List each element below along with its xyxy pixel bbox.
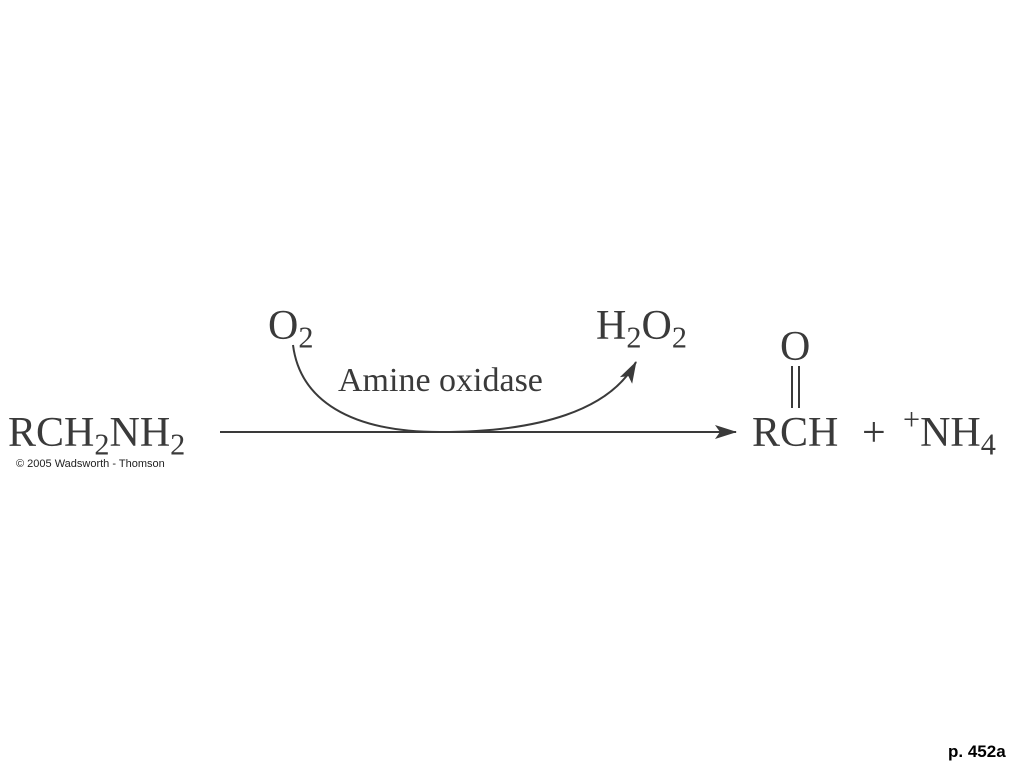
oxygen-formula: O2 (268, 303, 313, 353)
ammonium-charge: + (903, 402, 921, 437)
ammonium-sub: 4 (980, 427, 996, 462)
peroxide-o: O (641, 303, 672, 349)
ammonium-formula: +NH4 (903, 404, 996, 459)
peroxide-h: H (596, 303, 627, 349)
enzyme-label: Amine oxidase (338, 362, 543, 399)
page-reference: p. 452a (948, 742, 1006, 761)
aldehyde-product: RCH (752, 410, 839, 456)
oxygen-o: O (268, 303, 299, 349)
reactant-sub-2: 2 (170, 427, 186, 462)
reactant-rch: RCH (8, 410, 95, 456)
curved-cofactor-arrow (292, 344, 637, 434)
peroxide-sub-2: 2 (671, 320, 687, 355)
reactant-nh: NH (109, 410, 171, 456)
hydrogen-peroxide-formula: H2O2 (596, 303, 687, 353)
carbonyl-oxygen: O (780, 324, 811, 370)
plus-sign: + (862, 410, 886, 456)
reactant-sub-1: 2 (94, 427, 110, 462)
oxygen-sub: 2 (298, 320, 314, 355)
reactant-formula: RCH2NH2 (8, 410, 185, 460)
ammonium-nh: NH (920, 410, 981, 456)
copyright-notice: © 2005 Wadsworth - Thomson (16, 458, 165, 470)
peroxide-sub-1: 2 (626, 320, 642, 355)
